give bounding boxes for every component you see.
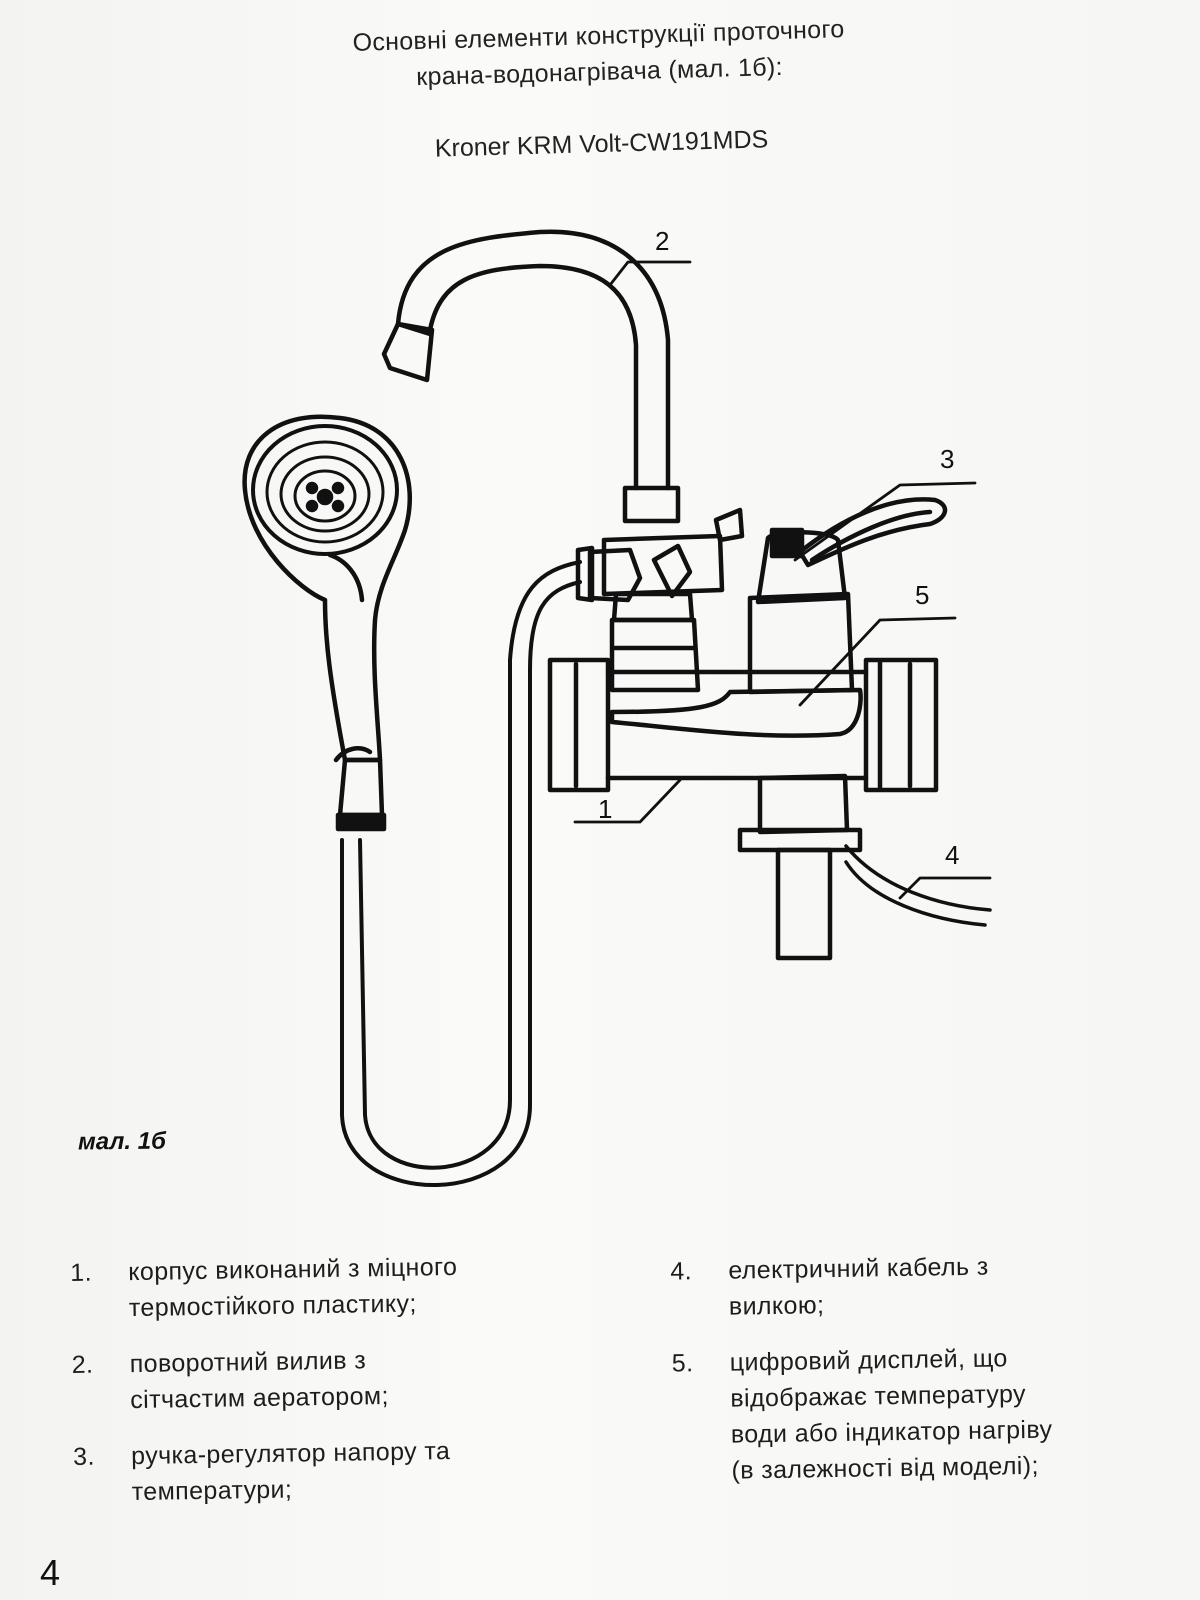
- legend-item-number: 4.: [670, 1257, 693, 1286]
- legend-item-text: термостійкого пластику;: [128, 1289, 417, 1323]
- legend-item-number: 2.: [71, 1350, 94, 1379]
- legend-item-text: сітчастим аератором;: [130, 1382, 390, 1415]
- faucet-heater-diagram: 2 3 5 1 4: [242, 226, 992, 1187]
- legend-item-number: 1.: [70, 1258, 93, 1287]
- components-legend: 1. корпус виконаний з міцного термостійк…: [70, 1238, 1164, 1535]
- legend-item-text: (в залежності від моделі);: [731, 1451, 1040, 1485]
- display-panel: [609, 687, 863, 738]
- heater-body: [547, 657, 939, 793]
- page-number: 4: [40, 1552, 61, 1593]
- callout-5: 5: [915, 580, 929, 610]
- figure-caption: мал. 1б: [77, 1127, 167, 1156]
- callout-1: 1: [598, 794, 612, 824]
- callout-leaders: [573, 260, 992, 900]
- legend-item-number: 3.: [72, 1442, 96, 1471]
- legend-item-number: 5.: [671, 1349, 694, 1378]
- legend-item-5: 5. цифровий дисплей, що відображає темпе…: [671, 1338, 1143, 1489]
- callout-2: 2: [655, 226, 669, 256]
- legend-item-3: 3. ручка-регулятор напору та температури…: [73, 1432, 544, 1511]
- legend-item-text: вилкою;: [728, 1291, 825, 1321]
- callout-3: 3: [940, 444, 954, 474]
- legend-item-4: 4. електричний кабель з вилкою;: [670, 1246, 1141, 1325]
- shower-hose: [340, 560, 582, 1187]
- legend-item-1: 1. корпус виконаний з міцного термостійк…: [70, 1248, 541, 1327]
- electric-cable: [844, 844, 992, 927]
- callout-4: 4: [945, 840, 959, 870]
- legend-column-right: 4. електричний кабель з вилкою; 5. цифро…: [670, 1246, 1144, 1509]
- spout: [381, 229, 671, 491]
- mounting-fitting: [737, 773, 863, 961]
- aerator: [381, 321, 435, 383]
- legend-item-2: 2. поворотний вилив з сітчастим аераторо…: [71, 1340, 542, 1419]
- shower-head: [242, 414, 413, 832]
- legend-item-text: температури;: [131, 1475, 293, 1507]
- diverter-right: [651, 543, 693, 599]
- legend-column-left: 1. корпус виконаний з міцного термостійк…: [70, 1248, 544, 1531]
